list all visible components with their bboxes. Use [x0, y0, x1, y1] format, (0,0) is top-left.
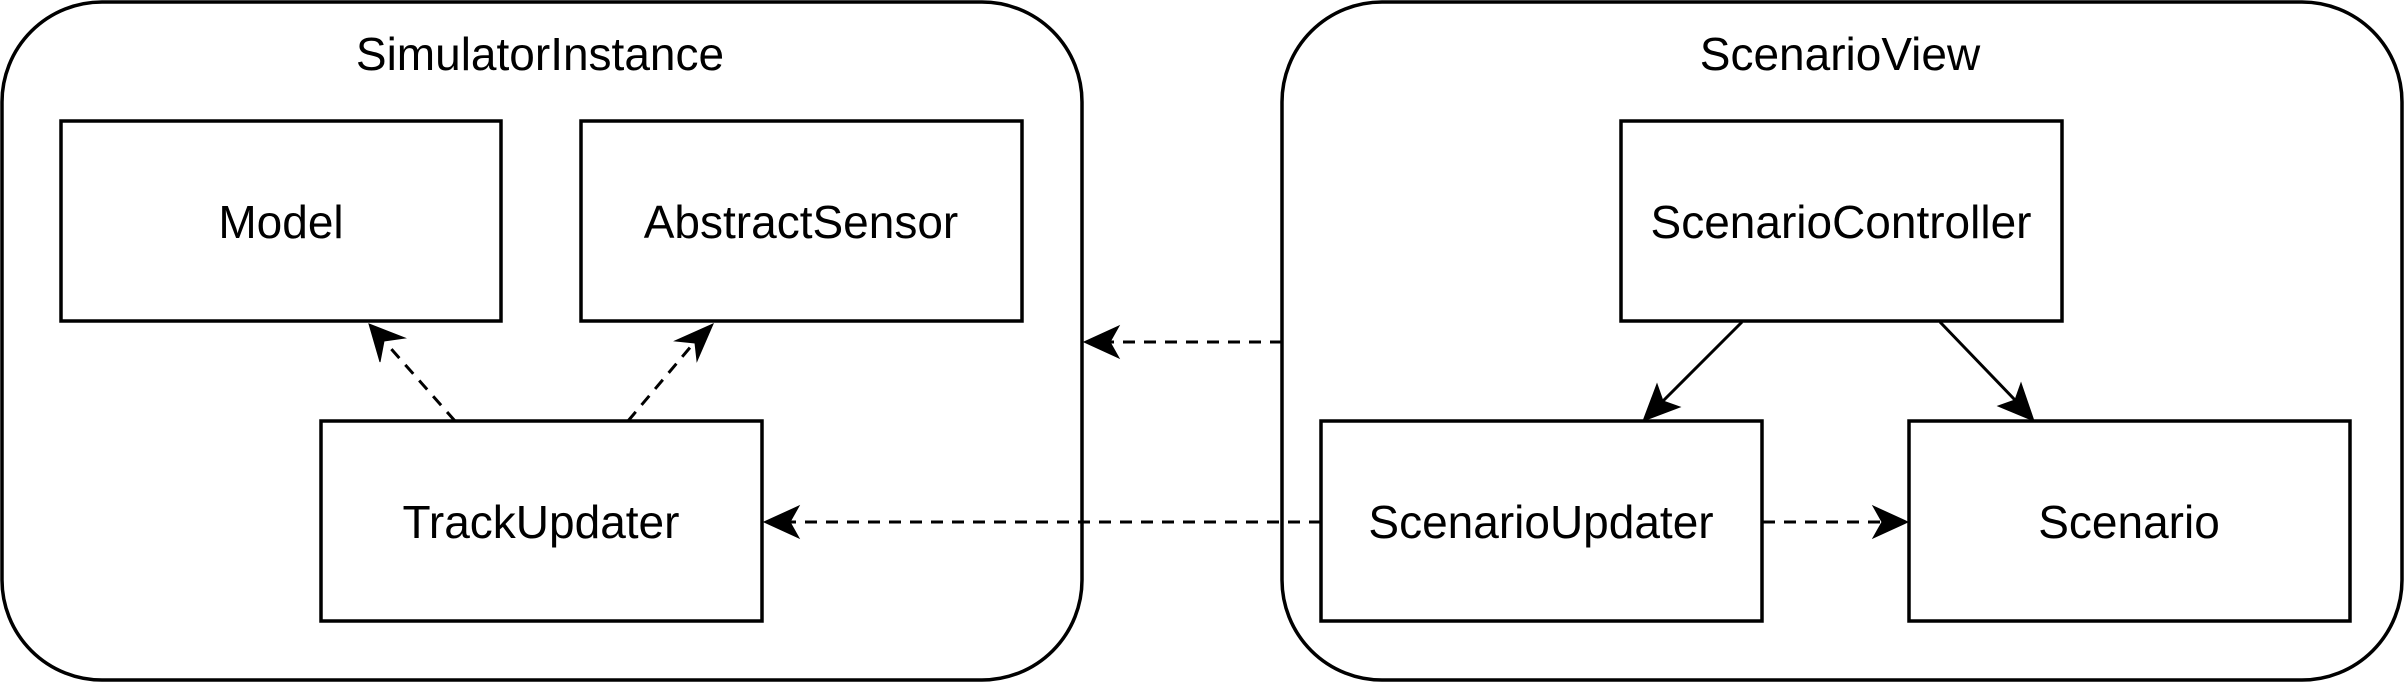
arrow-trackupdater-to-model-head — [368, 323, 407, 363]
component-abstract-sensor[interactable]: AbstractSensor — [579, 119, 1024, 323]
arrow-trackupdater-to-model — [368, 323, 457, 422]
component-scenario-updater-box[interactable] — [1319, 419, 1764, 623]
component-model-label: Model — [218, 196, 343, 248]
arrow-trackupdater-to-abstractsensor-line — [626, 343, 695, 422]
container-simulator-instance-title: SimulatorInstance — [356, 28, 724, 80]
arrow-scenariocontroller-to-scenarioupdater — [1642, 320, 1744, 422]
arrow-scenarioupdater-to-scenario-head — [1871, 504, 1910, 540]
arrow-scenariocontroller-to-scenarioupdater-head — [1642, 382, 1682, 422]
arrow-scenariocontroller-to-scenario — [1938, 320, 2035, 422]
arrow-scenarioview-to-simulatorinstance-head — [1082, 324, 1121, 360]
arrow-trackupdater-to-abstractsensor — [626, 323, 714, 422]
component-scenario-label: Scenario — [2038, 496, 2220, 548]
component-scenario-box[interactable] — [1907, 419, 2352, 623]
component-scenario-updater[interactable]: ScenarioUpdater — [1319, 419, 1764, 623]
component-scenario[interactable]: Scenario — [1907, 419, 2352, 623]
component-scenario-controller[interactable]: ScenarioController — [1619, 119, 2064, 323]
arrow-trackupdater-to-model-line — [384, 342, 457, 422]
arrow-scenarioupdater-to-trackupdater-head — [762, 504, 801, 540]
component-scenario-controller-box[interactable] — [1619, 119, 2064, 323]
component-abstract-sensor-box[interactable] — [579, 119, 1024, 323]
arrow-scenarioview-to-simulatorinstance — [1082, 324, 1282, 360]
container-scenario-view-title: ScenarioView — [1700, 28, 1981, 80]
component-scenario-updater-label: ScenarioUpdater — [1368, 496, 1713, 548]
arrow-scenariocontroller-to-scenario-line — [1938, 320, 2017, 402]
component-abstract-sensor-label: AbstractSensor — [644, 196, 958, 248]
component-scenario-controller-label: ScenarioController — [1651, 196, 2032, 248]
arrow-trackupdater-to-abstractsensor-head — [673, 323, 714, 363]
arrow-scenariocontroller-to-scenario-head — [1996, 381, 2035, 422]
component-track-updater-box[interactable] — [319, 419, 764, 623]
arrow-scenarioupdater-to-scenario — [1763, 504, 1910, 540]
component-model-box[interactable] — [59, 119, 503, 323]
component-track-updater-label: TrackUpdater — [403, 496, 680, 548]
arrow-scenarioupdater-to-trackupdater — [762, 504, 1321, 540]
component-track-updater[interactable]: TrackUpdater — [319, 419, 764, 623]
arrow-scenariocontroller-to-scenarioupdater-line — [1661, 320, 1744, 403]
component-model[interactable]: Model — [59, 119, 503, 323]
